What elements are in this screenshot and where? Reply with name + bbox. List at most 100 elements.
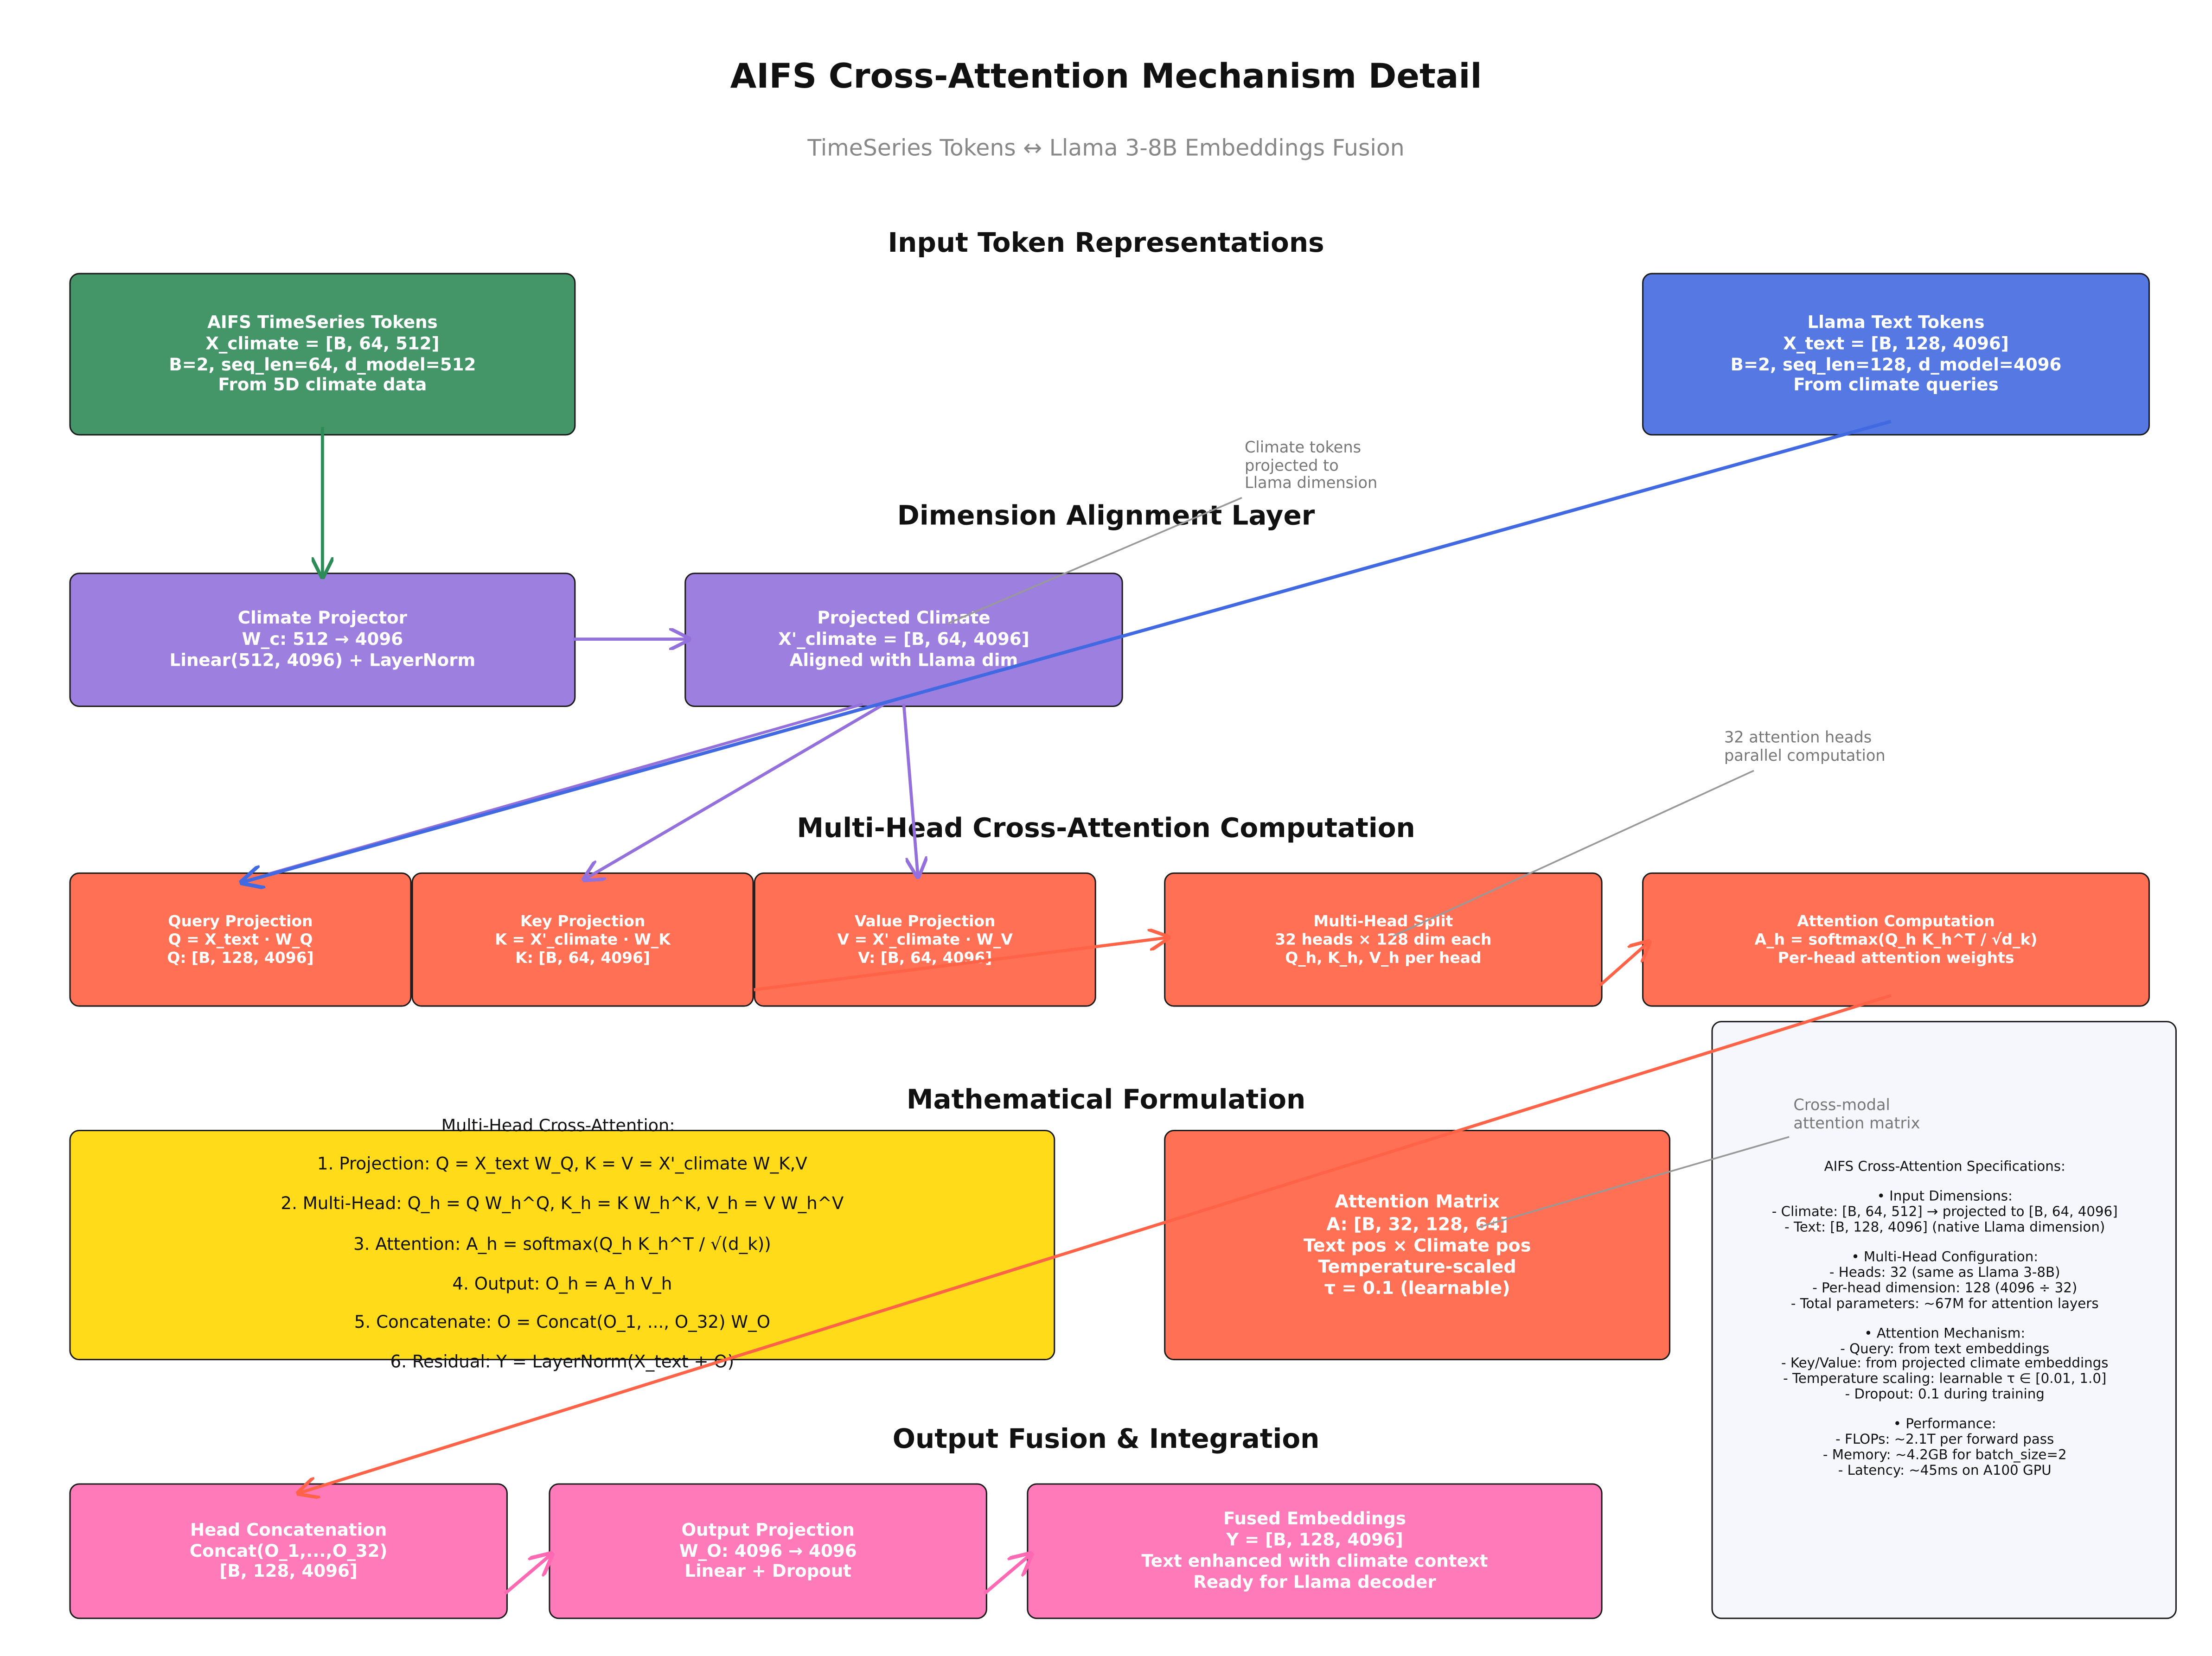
box-line: τ = 0.1 (learnable) xyxy=(1324,1277,1510,1299)
spec-line: - Heads: 32 (same as Llama 3-8B) xyxy=(1829,1265,2060,1281)
box-line: Head Concatenation xyxy=(190,1519,387,1540)
box-line: Value Projection xyxy=(854,911,996,930)
value-projection-box: Value Projection V = X'_climate · W_V V:… xyxy=(754,872,1096,1007)
spec-line: - Total parameters: ~67M for attention l… xyxy=(1790,1296,2099,1312)
section-input-title: Input Token Representations xyxy=(888,228,1324,259)
annotation-line: 32 attention heads xyxy=(1724,728,1872,747)
spec-line: • Multi-Head Configuration: xyxy=(1851,1250,2039,1266)
box-line: Per-head attention weights xyxy=(1777,949,2014,968)
box-line: Q: [B, 128, 4096] xyxy=(167,949,314,968)
arrow-projected-to-value xyxy=(902,704,918,877)
box-line: A: [B, 32, 128, 64] xyxy=(1326,1212,1508,1234)
formulation-heading: Multi-Head Cross-Attention: xyxy=(441,1115,675,1136)
diagram-title: AIFS Cross-Attention Mechanism Detail xyxy=(730,57,1482,96)
timeseries-tokens-box: AIFS TimeSeries Tokens X_climate = [B, 6… xyxy=(69,273,576,436)
spec-line: • Input Dimensions: xyxy=(1877,1190,2013,1205)
formula-line: 4. Output: O_h = A_h V_h xyxy=(452,1274,672,1294)
arrow-concat-to-output xyxy=(504,1554,552,1595)
spec-line: - Key/Value: from projected climate embe… xyxy=(1781,1357,2109,1372)
box-line: Multi-Head Split xyxy=(1313,911,1453,930)
arrow-projected-to-key xyxy=(584,703,885,879)
fused-embeddings-box: Fused Embeddings Y = [B, 128, 4096] Text… xyxy=(1027,1483,1603,1619)
spec-line: - Dropout: 0.1 during training xyxy=(1845,1387,2045,1403)
box-line: B=2, seq_len=128, d_model=4096 xyxy=(1730,354,2062,374)
box-line: V = X'_climate · W_V xyxy=(837,930,1013,949)
annotation-leader xyxy=(947,497,1242,624)
section-alignment-title: Dimension Alignment Layer xyxy=(897,500,1315,532)
box-line: [B, 128, 4096] xyxy=(219,1561,358,1582)
query-projection-box: Query Projection Q = X_text · W_Q Q: [B,… xyxy=(69,872,412,1007)
section-attention-title: Multi-Head Cross-Attention Computation xyxy=(797,813,1415,844)
spec-line: - Temperature scaling: learnable τ ∈ [0.… xyxy=(1783,1371,2107,1388)
box-line: 32 heads × 128 dim each xyxy=(1275,930,1492,949)
annotation-line: parallel computation xyxy=(1724,746,1886,764)
projected-climate-box: Projected Climate X'_climate = [B, 64, 4… xyxy=(684,573,1123,707)
box-line: B=2, seq_len=64, d_model=512 xyxy=(169,354,476,374)
box-line: AIFS TimeSeries Tokens xyxy=(207,312,438,332)
formula-line: 1. Projection: Q = X_text W_Q, K = V = X… xyxy=(317,1153,807,1174)
box-line: Y = [B, 128, 4096] xyxy=(1226,1530,1403,1550)
spec-line: - Text: [B, 128, 4096] (native Llama dim… xyxy=(1784,1220,2105,1236)
llama-tokens-box: Llama Text Tokens X_text = [B, 128, 4096… xyxy=(1642,273,2150,436)
box-line: Attention Computation xyxy=(1797,911,1995,930)
formula-line: 6. Residual: Y = LayerNorm(X_text + O) xyxy=(390,1351,735,1372)
diagram-subtitle: TimeSeries Tokens ↔ Llama 3-8B Embedding… xyxy=(807,134,1405,161)
spec-line: • Attention Mechanism: xyxy=(1864,1326,2026,1342)
climate-projector-box: Climate Projector W_c: 512 → 4096 Linear… xyxy=(69,573,576,707)
arrow-llama-to-query xyxy=(242,420,1892,882)
spec-line: - Climate: [B, 64, 512] → projected to [… xyxy=(1771,1205,2118,1221)
spec-line: - Memory: ~4.2GB for batch_size=2 xyxy=(1822,1447,2067,1464)
annotation-cross-modal: Cross-modal attention matrix xyxy=(1793,1096,1920,1133)
box-line: X_text = [B, 128, 4096] xyxy=(1783,333,2009,353)
attention-matrix-box: Attention Matrix A: [B, 32, 128, 64] Tex… xyxy=(1164,1129,1671,1361)
box-line: K: [B, 64, 4096] xyxy=(515,949,650,968)
box-line: Attention Matrix xyxy=(1335,1191,1500,1212)
formulation-box xyxy=(69,1129,1055,1361)
key-projection-box: Key Projection K = X'_climate · W_K K: [… xyxy=(411,872,754,1007)
specs-panel xyxy=(1711,1021,2177,1619)
formula-line: 2. Multi-Head: Q_h = Q W_h^Q, K_h = K W_… xyxy=(281,1193,844,1213)
box-line: W_c: 512 → 4096 xyxy=(242,629,403,650)
arrow-output-to-fused xyxy=(983,1554,1031,1595)
annotation-line: Cross-modal xyxy=(1793,1096,1890,1115)
annotation-line: Llama dimension xyxy=(1245,474,1378,493)
spec-line: - Latency: ~45ms on A100 GPU xyxy=(1838,1463,2052,1478)
head-concatenation-box: Head Concatenation Concat(O_1,...,O_32) … xyxy=(69,1483,508,1619)
box-line: Q_h, K_h, V_h per head xyxy=(1285,949,1482,968)
box-line: Aligned with Llama dim xyxy=(789,650,1018,670)
section-output-title: Output Fusion & Integration xyxy=(892,1424,1320,1455)
formula-line: 3. Attention: A_h = softmax(Q_h K_h^T / … xyxy=(353,1234,771,1255)
box-line: Text pos × Climate pos xyxy=(1303,1234,1531,1256)
box-line: From 5D climate data xyxy=(218,375,427,395)
arrow-value-to-split xyxy=(754,937,1169,992)
box-line: Key Projection xyxy=(520,911,646,930)
annotation-line: Climate tokens xyxy=(1245,438,1362,457)
box-line: Linear + Dropout xyxy=(684,1561,851,1582)
specs-text: AIFS Cross-Attention Specifications:• In… xyxy=(1714,1160,2175,1479)
annotation-climate-tokens: Climate tokens projected to Llama dimens… xyxy=(1245,438,1378,494)
spec-line: - Per-head dimension: 128 (4096 ÷ 32) xyxy=(1812,1280,2078,1297)
formula-line: 5. Concatenate: O = Concat(O_1, ..., O_3… xyxy=(354,1312,770,1332)
box-line: Q = X_text · W_Q xyxy=(168,930,313,949)
box-line: X'_climate = [B, 64, 4096] xyxy=(778,629,1029,650)
section-math-title: Mathematical Formulation xyxy=(906,1084,1306,1116)
box-line: Linear(512, 4096) + LayerNorm xyxy=(169,650,476,670)
box-line: Concat(O_1,...,O_32) xyxy=(189,1541,388,1560)
annotation-attention-heads: 32 attention heads parallel computation xyxy=(1724,728,1886,765)
box-line: Fused Embeddings xyxy=(1223,1509,1406,1529)
box-line: A_h = softmax(Q_h K_h^T / √d_k) xyxy=(1754,930,2038,949)
box-line: Query Projection xyxy=(168,911,313,930)
box-line: W_O: 4096 → 4096 xyxy=(679,1541,857,1560)
box-line: From climate queries xyxy=(1793,375,1999,395)
spec-line: • Performance: xyxy=(1893,1417,1996,1433)
arrow-split-to-attention xyxy=(1598,942,1649,987)
annotation-leader xyxy=(1393,770,1754,937)
box-line: V: [B, 64, 4096] xyxy=(858,949,992,968)
box-line: Climate Projector xyxy=(237,608,408,628)
box-line: K = X'_climate · W_K xyxy=(495,930,671,949)
box-line: X_climate = [B, 64, 512] xyxy=(205,333,440,353)
spec-line: - Query: from text embeddings xyxy=(1840,1341,2050,1357)
box-line: Temperature-scaled xyxy=(1318,1255,1516,1277)
